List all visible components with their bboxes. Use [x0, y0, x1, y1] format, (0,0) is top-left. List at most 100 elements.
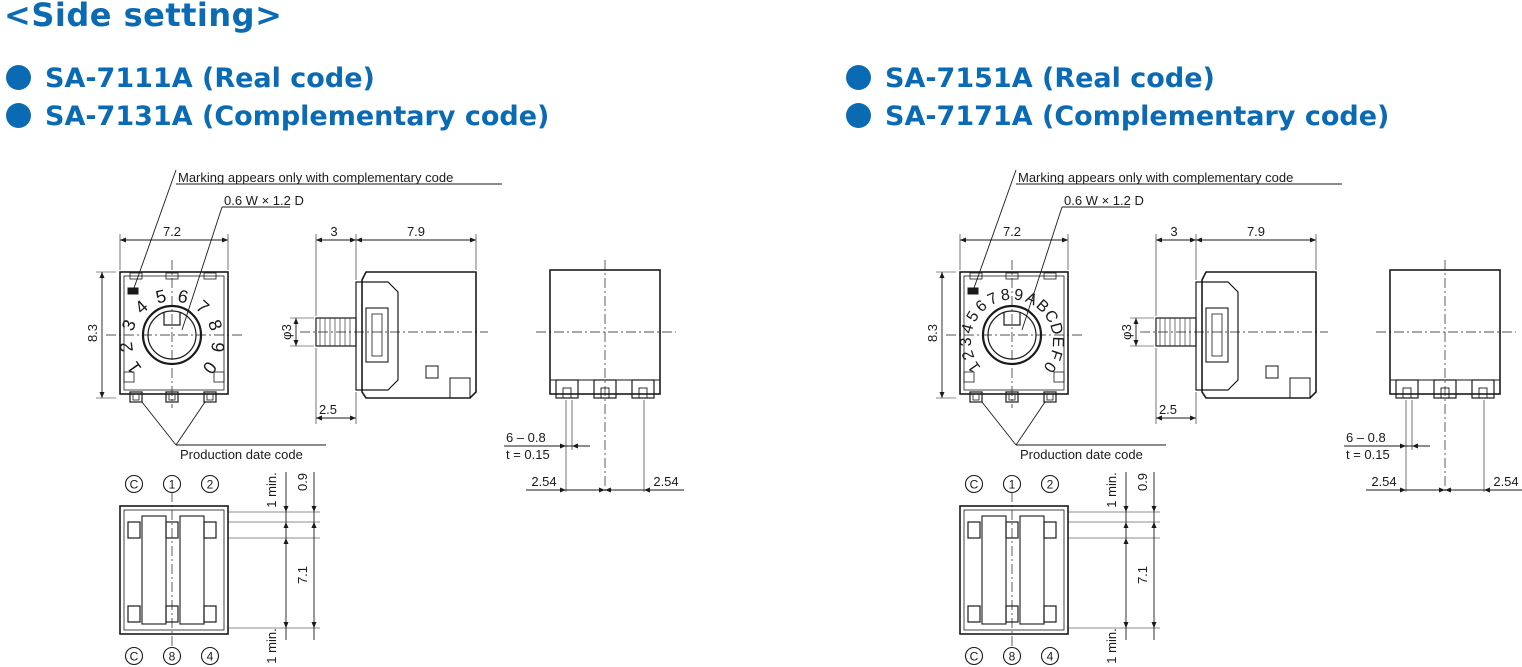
bottom-pin-inner: [972, 393, 980, 401]
dimension-arrow: [356, 237, 362, 243]
dimension-arrow: [599, 487, 605, 493]
dimension-arrow: [283, 522, 289, 528]
dial-digit: 8: [204, 317, 226, 333]
page-title: <Side setting>: [4, 0, 283, 34]
footprint-pad: [127, 521, 141, 539]
side-window-inner: [371, 313, 383, 357]
dim-top-gap-label: 0.9: [295, 473, 310, 491]
leader-line: [133, 169, 177, 289]
top-tab: [129, 272, 143, 280]
model-label: SA-7131A (Complementary code): [45, 101, 550, 132]
bullet-dot: [846, 103, 871, 128]
footprint-bar: [179, 515, 205, 625]
pin-number-label: 1: [169, 478, 176, 492]
dim-pin-thickness-label: t = 0.15: [1346, 447, 1390, 462]
dim-height-label: 8.3: [925, 324, 940, 342]
side-frame: [1195, 281, 1239, 391]
footprint-inner: [123, 509, 225, 631]
pin-number-circle: [964, 474, 984, 494]
dial-digit: 2: [959, 348, 978, 362]
dimension-arrow: [1412, 443, 1418, 449]
dim-offset-label: 2.5: [319, 402, 337, 417]
pin-number-circle: [1040, 646, 1060, 666]
dial-digit: 1: [123, 358, 145, 378]
footprint-outline: [119, 505, 229, 635]
dimension-arrow: [1123, 506, 1129, 512]
pin-number-circle: [1002, 474, 1022, 494]
dimension-arrow: [1123, 522, 1129, 528]
dial-digit: D: [1046, 321, 1065, 337]
dimension-arrow: [293, 318, 299, 324]
marking-square: [127, 287, 139, 295]
side-window: [1205, 307, 1229, 363]
marking-size-label: 0.6 W × 1.2 D: [224, 193, 304, 208]
dial-digit: 2: [116, 341, 137, 353]
marking-square: [967, 287, 979, 295]
pin-number-label: C: [130, 650, 139, 664]
pin-number-circle: [200, 474, 220, 494]
dim-pitch-right-label: 2.54: [653, 474, 678, 489]
side-window-inner: [1211, 313, 1223, 357]
top-tab: [203, 272, 217, 280]
dim-width-label: 7.2: [1003, 224, 1021, 239]
dial-digit: 4: [959, 322, 978, 335]
dim-width-label: 7.2: [163, 224, 181, 239]
dimension-arrow: [1062, 237, 1068, 243]
dimension-arrow: [316, 415, 322, 421]
leader-line: [981, 401, 1017, 446]
model-label: SA-7111A (Real code): [45, 63, 375, 94]
production-date-label: Production date code: [1020, 447, 1143, 462]
dial-digit: 3: [118, 317, 140, 333]
side-frame: [355, 281, 399, 391]
rear-pin: [1402, 387, 1412, 399]
dimension-arrow: [311, 506, 317, 512]
model-label: SA-7171A (Complementary code): [885, 101, 1390, 132]
dimension-arrow: [283, 622, 289, 628]
footprint-bar: [141, 515, 167, 625]
dimension-arrow: [1133, 318, 1139, 324]
dimension-arrow: [99, 392, 105, 398]
dim-bottom-min-label: 1 min.: [264, 628, 279, 663]
marking-size-label: 0.6 W × 1.2 D: [1064, 193, 1144, 208]
dim-top-gap-label: 0.9: [1135, 473, 1150, 491]
dimension-arrow: [560, 443, 566, 449]
dim-span-label: 7.1: [295, 566, 310, 584]
pin-number-label: 8: [1009, 650, 1016, 664]
dim-pitch-right-label: 2.54: [1493, 474, 1518, 489]
dim-shaft-dia-label: φ3: [279, 324, 294, 340]
marking-note-label: Marking appears only with complementary …: [1018, 170, 1293, 185]
bottom-pin-inner: [132, 393, 140, 401]
rear-pin: [638, 387, 648, 399]
dim-top-min-label: 1 min.: [264, 472, 279, 507]
pin-number-label: C: [130, 478, 139, 492]
pin-number-circle: [1040, 474, 1060, 494]
side-body: [361, 271, 477, 399]
pin-number-circle: [1002, 646, 1022, 666]
dim-body-length-label: 7.9: [407, 224, 425, 239]
footprint-outline: [959, 505, 1069, 635]
dial-digit: 5: [154, 286, 169, 308]
footprint-bar: [1019, 515, 1045, 625]
side-body: [1201, 271, 1317, 399]
dimension-arrow: [470, 237, 476, 243]
dimension-arrow: [222, 237, 228, 243]
leader-line: [973, 169, 1017, 289]
bottom-pin: [129, 391, 143, 403]
dimension-arrow: [1133, 340, 1139, 346]
switch-body-inner: [963, 275, 1065, 391]
dimension-arrow: [644, 487, 650, 493]
leader-line: [181, 206, 223, 331]
side-clip: [963, 371, 975, 383]
dial-digit: 4: [131, 296, 152, 318]
footprint-pad: [967, 521, 981, 539]
pin-number-circle: [162, 474, 182, 494]
pin-number-label: 4: [207, 650, 214, 664]
dimension-arrow: [1190, 415, 1196, 421]
footprint-pad: [1043, 605, 1057, 623]
dimension-arrow: [1151, 506, 1157, 512]
model-line-left-2: SA-7131A (Complementary code): [6, 100, 549, 134]
bottom-pin: [969, 391, 983, 403]
dimension-arrow: [316, 237, 322, 243]
footprint-pad: [203, 605, 217, 623]
dimension-arrow: [605, 487, 611, 493]
